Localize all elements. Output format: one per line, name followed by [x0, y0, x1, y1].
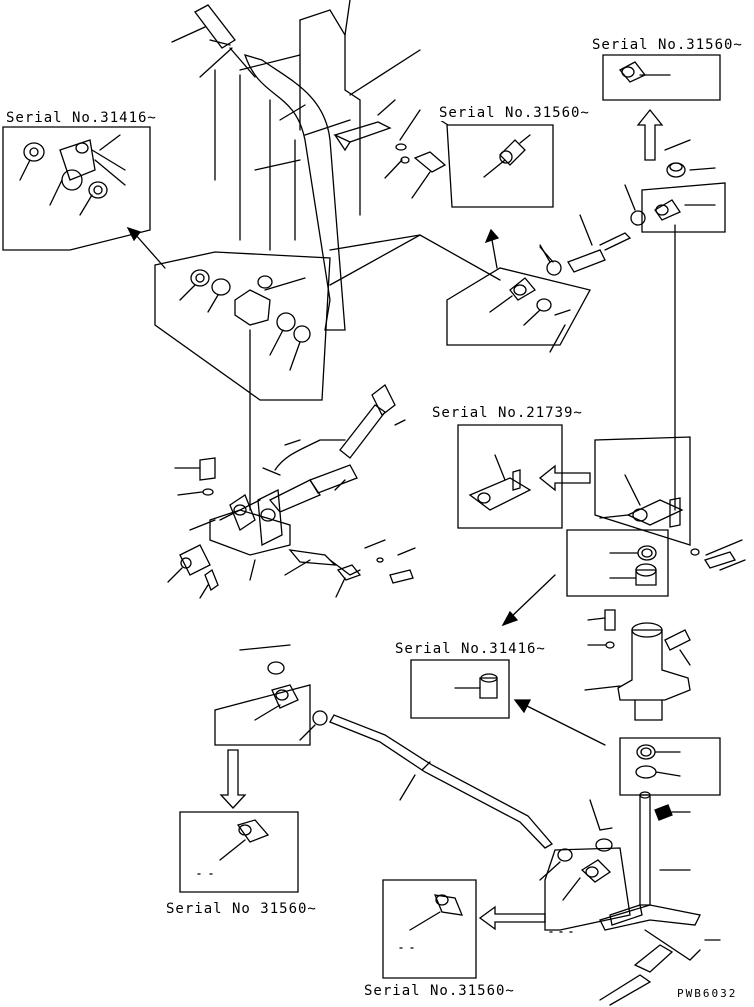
assembly-frame-left [154, 251, 331, 401]
bushing-right [609, 545, 657, 586]
bracket-bolt-group [333, 99, 447, 199]
serial-label-mid-center: Serial No.31416~ [395, 641, 546, 657]
control-console [171, 0, 501, 331]
inset-frame-bottom-center [382, 879, 477, 979]
inset-frame-top-right [602, 54, 721, 101]
assembly-frame-right [594, 436, 691, 546]
bushing-parts-left [179, 269, 311, 511]
bushing-mid-center [454, 673, 498, 699]
rod-end-lower-left [239, 644, 299, 721]
assembly-frame-lower-left [214, 684, 311, 746]
inset-frame-bushing-lower [619, 737, 721, 796]
rod-end-lower-right [539, 799, 643, 926]
rod-end-bottom-left [197, 819, 270, 875]
rod-end-right [654, 199, 716, 511]
rod-end-top-right [618, 61, 671, 83]
arrow-top-left [134, 233, 166, 269]
linkage-assembly-left [167, 384, 416, 599]
arrow-diag-right [509, 574, 556, 619]
arrow-down-lower-left [219, 749, 247, 809]
arrow-top-center [491, 239, 498, 269]
bushing-parts-top-left [19, 134, 126, 216]
serial-label-top-right: Serial No.31560~ [592, 37, 743, 53]
nut-top-right [666, 162, 716, 178]
shaft-housing-right [584, 609, 691, 721]
leader-a [664, 139, 691, 151]
serial-label-bottom-center: Serial No.31560~ [364, 983, 515, 999]
serial-label-top-left: Serial No.31416~ [6, 110, 157, 126]
inset-frame-mid-right [457, 424, 563, 529]
arrow-head-top-left [126, 226, 142, 242]
serial-label-top-center: Serial No.31560~ [439, 105, 590, 121]
arrow-left-bottom [478, 905, 546, 931]
leader-b [539, 246, 554, 263]
serial-label-bottom-left: Serial No 31560~ [166, 901, 317, 917]
drawing-code: PWB6032 [677, 987, 738, 1000]
arrow-to-mid-center [524, 704, 606, 746]
inset-frame-bottom-left [179, 811, 299, 893]
arrow-head-diag [501, 610, 519, 627]
long-adjust-rod [299, 710, 554, 849]
inset-frame-mid-center [410, 659, 510, 719]
bolt-washer-right [690, 539, 746, 571]
rod-end-center [489, 277, 571, 353]
arrow-head-top-center [484, 228, 500, 244]
bushing-lower [635, 744, 681, 779]
clevis-mid-right [468, 454, 532, 511]
arrow-head-mid-center [513, 699, 532, 714]
inset-frame-rod-end [641, 182, 726, 233]
inset-frame-top-left [2, 126, 151, 251]
arrow-up-top-right [636, 108, 664, 161]
assembly-frame-center [446, 267, 591, 346]
lower-shaft-lever [599, 791, 721, 1006]
rod-end-bottom-center [399, 894, 464, 949]
assembly-frame-lower-right [544, 847, 631, 931]
serial-label-mid-right: Serial No.21739~ [432, 405, 583, 421]
clevis-right [599, 474, 684, 528]
adjust-rod-top [539, 184, 646, 276]
inset-frame-bushing [566, 529, 669, 597]
arrow-left-mid-right [538, 464, 591, 492]
inset-frame-top-center [446, 124, 554, 208]
rod-end-top-center [483, 134, 531, 178]
